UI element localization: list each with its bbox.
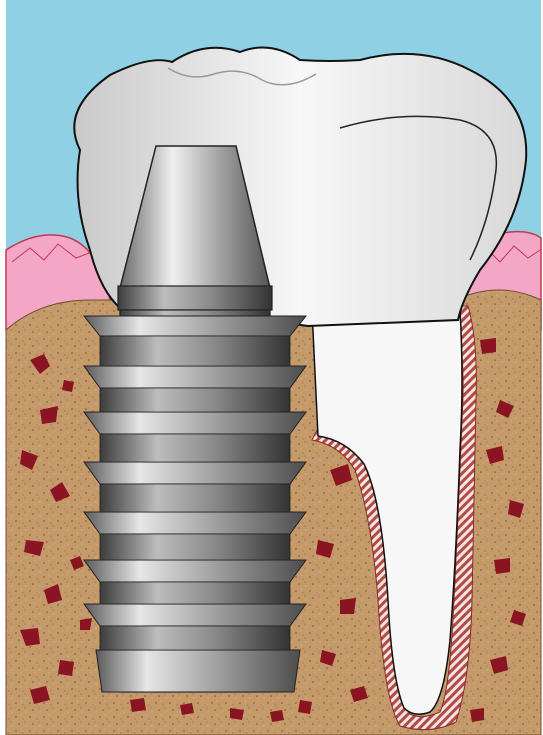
- abutment-collar: [118, 286, 272, 310]
- implant-screw: [84, 310, 306, 692]
